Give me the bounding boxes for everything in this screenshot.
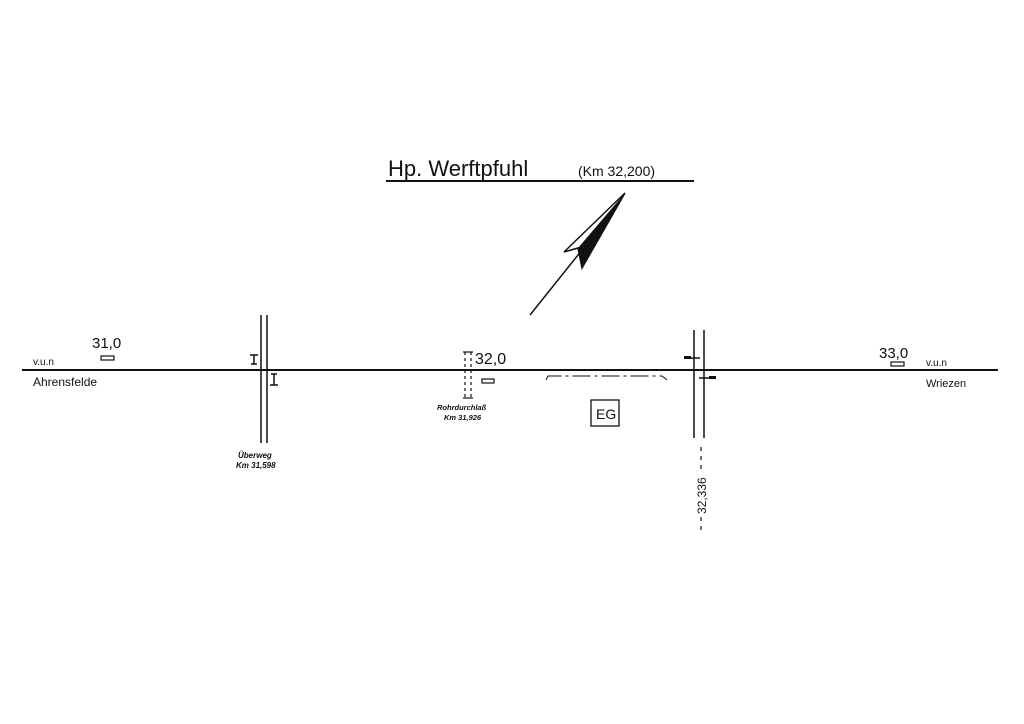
level-crossing [250,315,278,443]
bridge-km: 32,336 [695,477,709,514]
km-marker-33: 33,0 [879,345,908,362]
station-km: (Km 32,200) [578,163,655,179]
km-post-icon [890,361,905,367]
north-arrow-icon [529,192,626,316]
culvert-km: Km 31,926 [444,413,482,422]
direction-left: v.u.n [33,357,54,368]
crossing-km: Km 31,598 [236,461,276,470]
station-left: Ahrensfelde [33,375,97,389]
km-post-icon [100,355,115,361]
station-title: Hp. Werftpfuhl [388,156,528,181]
km-marker-31: 31,0 [92,335,121,352]
crossing-sign-icon [250,354,278,386]
crossing-label: Überweg [238,451,272,460]
culvert-icon [463,351,473,399]
bridge [684,330,716,530]
culvert-label: Rohrdurchlaß [437,403,487,412]
building-label: EG [596,406,616,422]
building-box [590,399,620,427]
km-marker-32: 32,0 [475,351,506,368]
platform-outline [545,375,668,381]
km-post-icon [481,378,495,384]
direction-right: v.u.n [926,358,947,369]
station-right: Wriezen [926,378,966,390]
